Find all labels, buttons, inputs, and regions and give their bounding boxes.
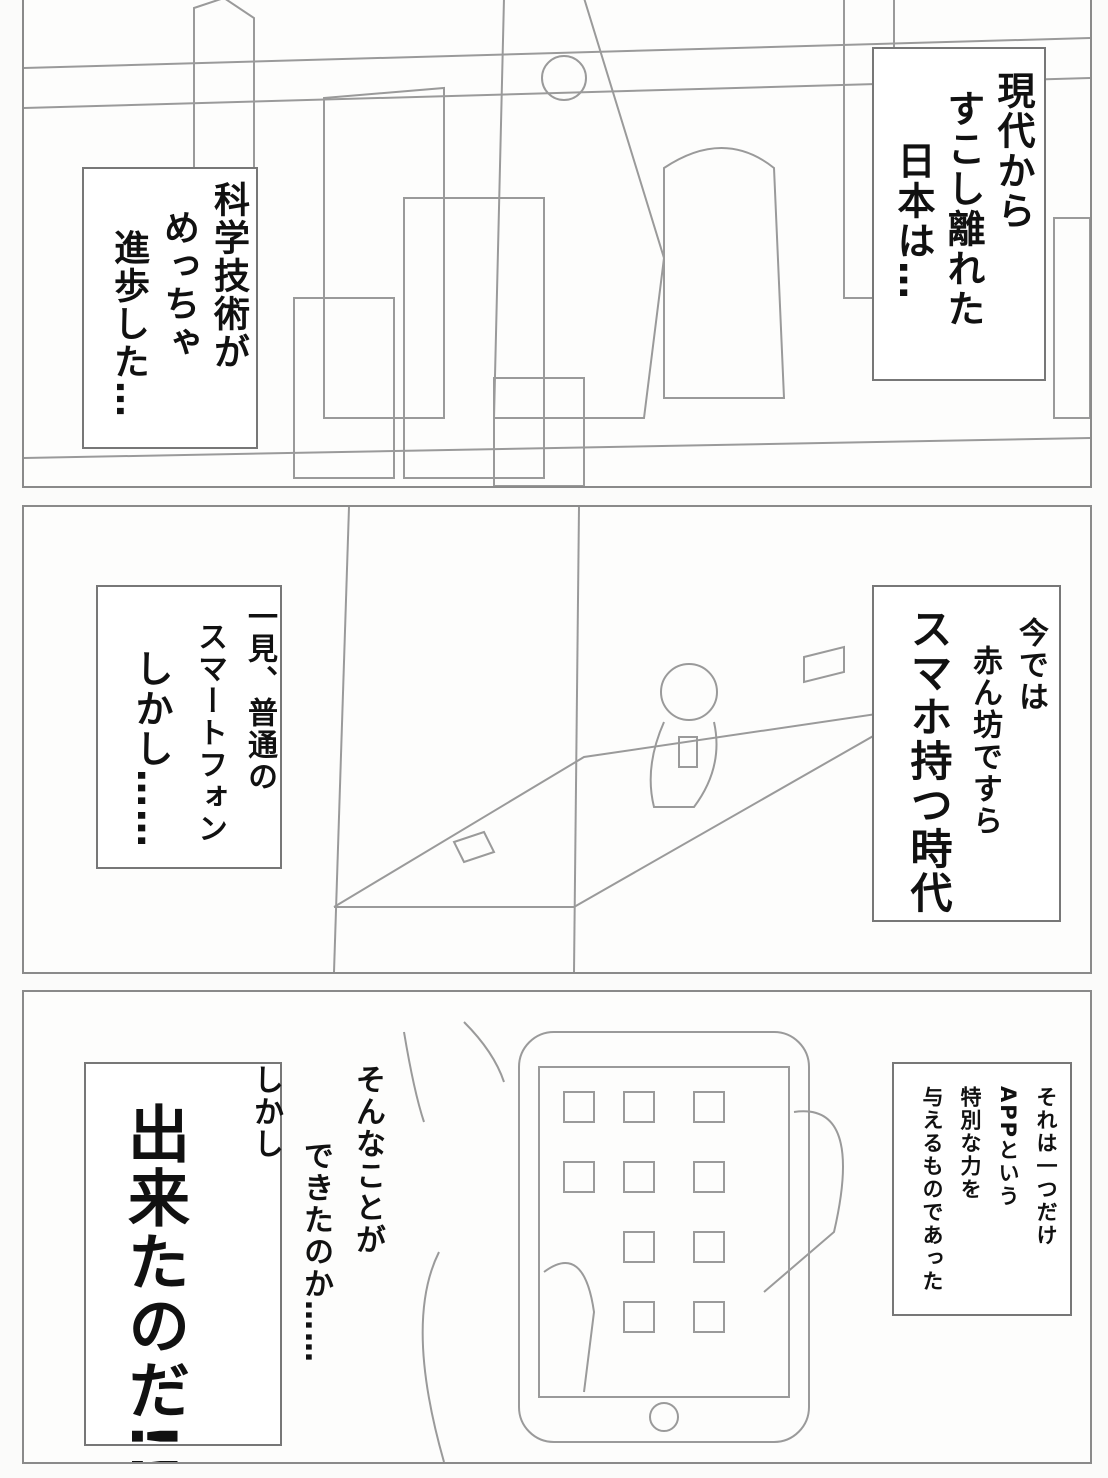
caption-line: スマホ持つ時代 (904, 607, 953, 915)
narration-line: できたのか…… (298, 1140, 333, 1364)
caption-line: めっちゃ (158, 209, 199, 361)
panel-baby: 今では 赤ん坊ですら スマホ持つ時代 一見、普通の スマートフォン しかし…… (22, 505, 1092, 974)
panel-smartphone: それは一つだけ APPという 特別な力を 与えるものであった そんなことが でき… (22, 990, 1092, 1464)
caption-box-left: 一見、普通の スマートフォン しかし…… (96, 585, 282, 869)
caption-box-left (84, 1062, 282, 1446)
caption-line: 与えるものであった (920, 1086, 944, 1293)
caption-line: それは一つだけ (1034, 1086, 1058, 1247)
caption-line: 赤ん坊ですら (967, 645, 1002, 837)
caption-line: スマートフォン (192, 621, 227, 845)
caption-line: 今では (1013, 617, 1048, 713)
caption-line: APPという (996, 1086, 1020, 1209)
caption-line: 特別な力を (958, 1086, 982, 1201)
city-skyline-drawing (24, 0, 1090, 486)
caption-line: 進歩した… (108, 229, 149, 419)
caption-line: 日本は… (891, 141, 935, 301)
caption-box-left: 科学技術が めっちゃ 進歩した… (82, 167, 258, 449)
caption-line: しかし…… (129, 649, 173, 849)
caption-box-right: 現代から すこし離れた 日本は… (872, 47, 1046, 381)
panel-city: 現代から すこし離れた 日本は… 科学技術が めっちゃ 進歩した… (22, 0, 1092, 488)
caption-box-right: それは一つだけ APPという 特別な力を 与えるものであった (892, 1062, 1072, 1316)
caption-line: 現代から (991, 71, 1035, 231)
room-with-baby-drawing (333, 507, 925, 972)
narration-line: そんなことが (350, 1064, 385, 1256)
caption-line: 科学技術が (208, 181, 249, 371)
narration-line: しかし (248, 1064, 283, 1160)
caption-line: すこし離れた (941, 89, 985, 329)
exclamation-text: 出来たのだ!! (117, 1102, 190, 1464)
hand-holding-phone-drawing (403, 1021, 844, 1462)
caption-box-right: 今では 赤ん坊ですら スマホ持つ時代 (872, 585, 1061, 922)
caption-line: 一見、普通の (242, 601, 277, 793)
